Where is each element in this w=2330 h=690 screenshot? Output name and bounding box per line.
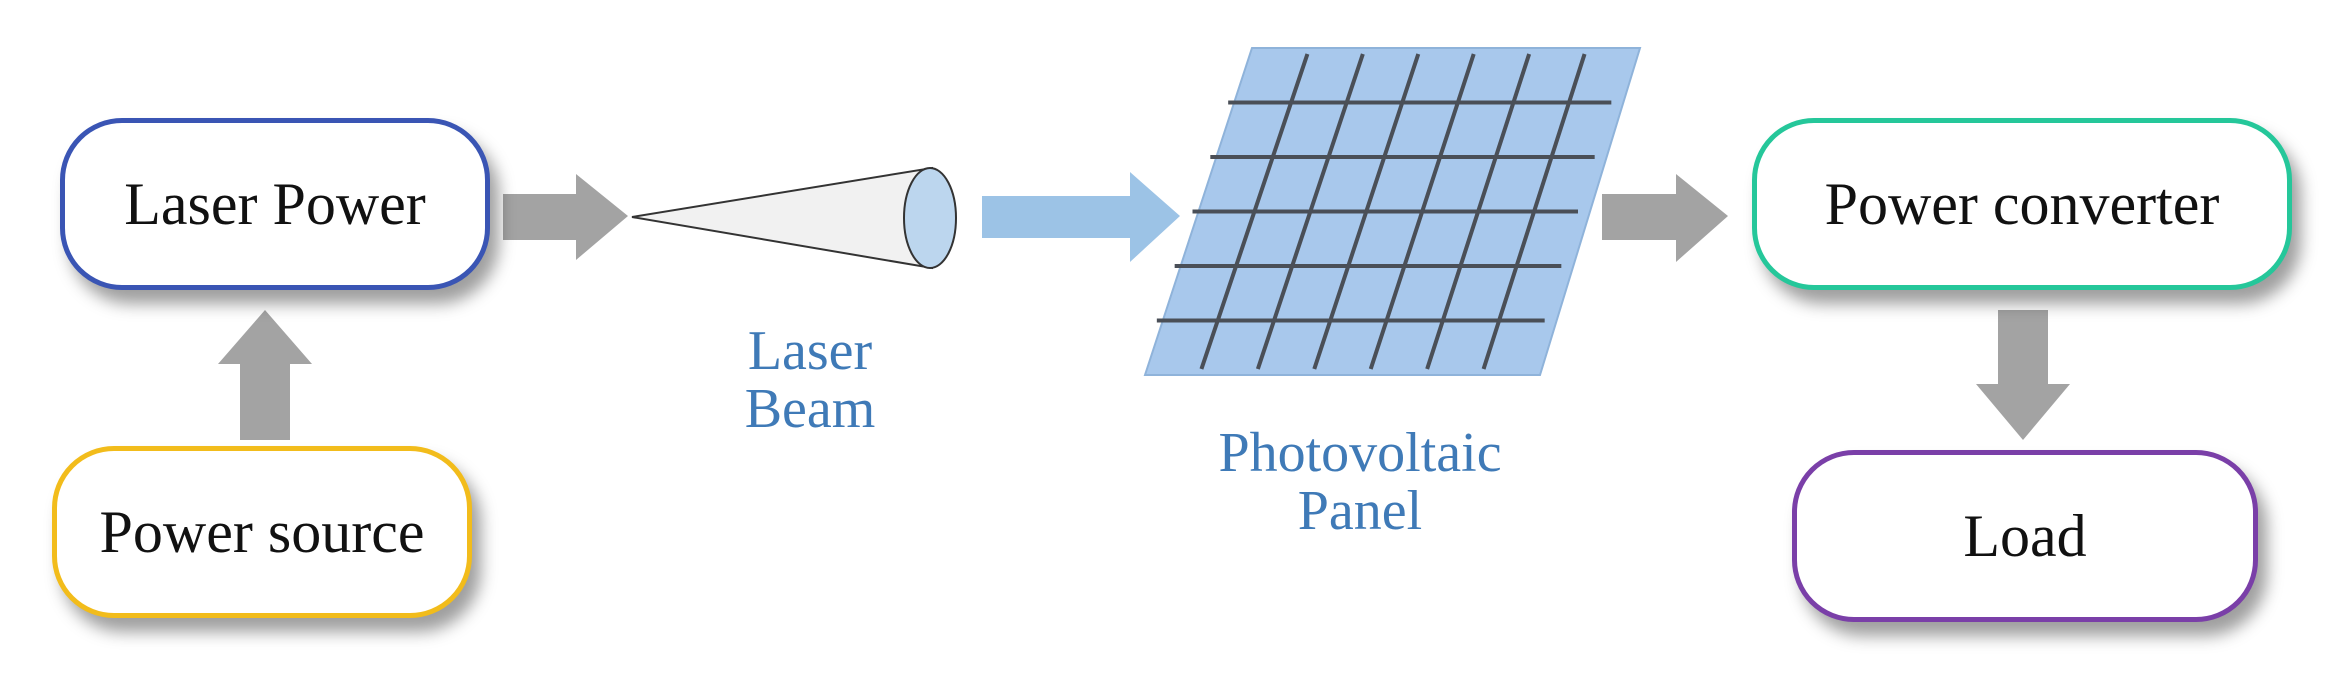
arrow-panel-to-power-converter [1602, 174, 1728, 262]
photovoltaic-caption-line1: Photovoltaic [1218, 422, 1502, 484]
power-source-box: Power source [52, 446, 472, 618]
photovoltaic-panel-caption: Photovoltaic Panel [1150, 424, 1570, 540]
laser-power-box: Laser Power [60, 118, 490, 290]
panel-grid-column-line [1312, 53, 1421, 370]
laser-beam-cone-icon [631, 166, 957, 270]
panel-grid-column-line [1368, 53, 1476, 370]
arrow-laser-power-to-beam [503, 174, 628, 260]
laser-beam-caption-line2: Beam [744, 378, 876, 440]
power-converter-box: Power converter [1752, 118, 2292, 290]
arrow-power-converter-to-load [1976, 310, 2070, 440]
photovoltaic-caption-line2: Panel [1297, 480, 1423, 542]
panel-grid-column-line [1255, 53, 1365, 370]
load-box: Load [1792, 450, 2258, 622]
photovoltaic-panel-icon [1143, 47, 1642, 376]
arrow-power-source-to-laser-power [218, 310, 312, 440]
arrow-beam-to-panel [982, 172, 1180, 262]
laser-beam-caption-line1: Laser [747, 320, 873, 382]
panel-grid-column-line [1425, 53, 1532, 370]
panel-grid-column-line [1481, 53, 1587, 370]
laser-beam-caption: Laser Beam [690, 322, 930, 438]
panel-grid-column-line [1199, 53, 1310, 370]
